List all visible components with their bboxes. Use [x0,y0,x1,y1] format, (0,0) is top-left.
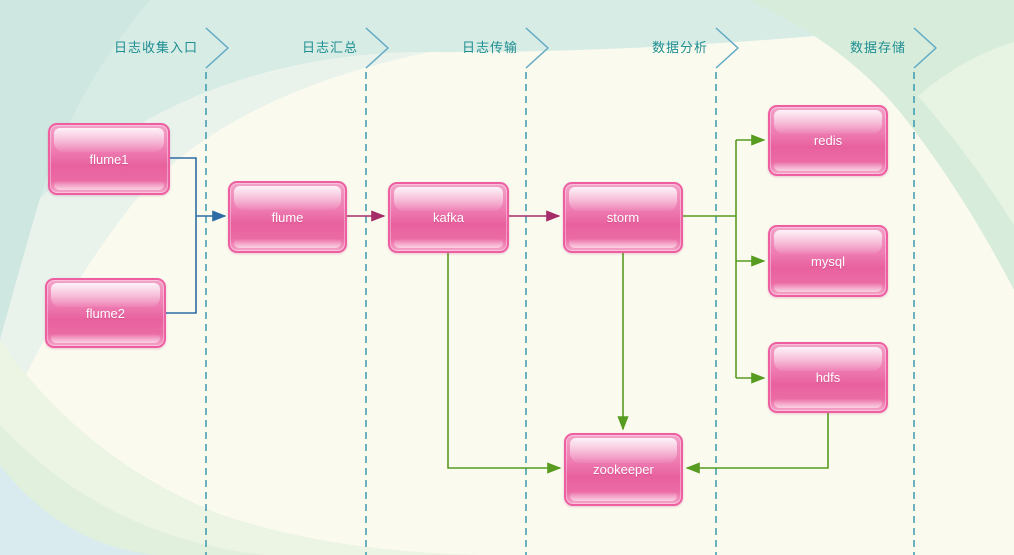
background-swoosh-top [0,0,1014,240]
lane-label-log-aggregation: 日志汇总 [301,40,358,55]
edge-kafka-zookeeper [447,253,562,474]
node-kafka[interactable]: kafka [388,182,509,253]
lane-label-data-storage: 数据存储 [849,40,906,55]
lane-label-log-collection: 日志收集入口 [113,40,198,55]
node-zookeeper[interactable]: zookeeper [564,433,683,506]
node-hdfs-label: hdfs [815,370,841,385]
node-flume1-label: flume1 [89,151,129,167]
lane-label-data-analysis: 数据分析 [651,40,708,55]
lane-chevron-icon-4 [715,27,739,69]
edge-flume2-flume [166,216,197,314]
lane-chevron-icon-3 [525,27,549,69]
node-hdfs[interactable]: hdfs [768,342,888,413]
node-flume2-label: flume2 [85,305,126,321]
background-swoosh-topright [748,0,1014,290]
node-flume-label: flume [271,209,304,225]
node-flume[interactable]: flume [228,181,347,253]
edge-hdfs-zookeeper [685,413,829,474]
background-swoosh-topright-light [918,42,1014,225]
node-mysql-label: mysql [811,253,845,269]
background-swoosh-bottomleft-blue [0,465,155,555]
lane-chevron-icon-2 [365,27,389,69]
node-storm[interactable]: storm [563,182,683,253]
edge-flume1-flume [170,157,197,216]
background-swoosh-bottomleft-pale [0,340,480,555]
node-zookeeper-label: zookeeper [593,462,654,477]
lane-chevron-icon-1 [205,27,229,69]
background-swoosh-topleft-deep [0,0,150,340]
node-redis-label: redis [813,133,843,148]
lane-label-log-transport: 日志传输 [461,40,518,55]
node-kafka-label: kafka [432,210,465,225]
node-flume2[interactable]: flume2 [45,278,166,348]
lane-chevron-icon-5 [913,27,937,69]
node-mysql[interactable]: mysql [768,225,888,297]
node-storm-label: storm [606,210,640,225]
node-flume1[interactable]: flume1 [48,123,170,195]
node-redis[interactable]: redis [768,105,888,176]
background-swoosh-bottomleft-green [0,425,265,555]
